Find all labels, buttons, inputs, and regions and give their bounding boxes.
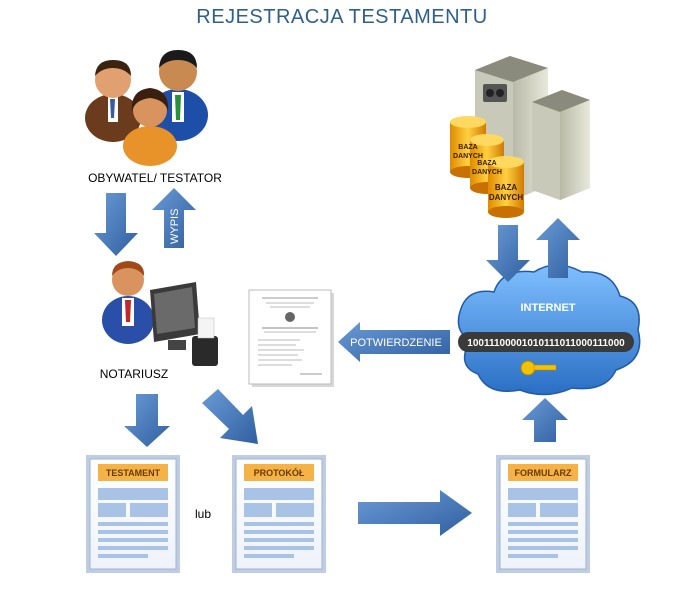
arrow-up-to-database	[536, 218, 580, 278]
internet-cloud-icon	[457, 264, 641, 396]
database-label-1a: BAZA	[458, 144, 477, 151]
internet-label: INTERNET	[521, 302, 576, 314]
arrow-down-to-notary	[94, 193, 138, 256]
arrow-notary-to-testament	[124, 394, 170, 447]
database-servers-icon	[450, 56, 590, 218]
diagram-title: REJESTRACJA TESTAMENTU	[196, 6, 488, 28]
notary-label: NOTARIUSZ	[100, 367, 168, 381]
form-document-icon	[496, 455, 590, 573]
confirmation-arrow	[338, 322, 450, 362]
notary-icon	[102, 261, 218, 366]
confirmation-label: POTWIERDZENIE	[350, 337, 442, 349]
or-label: lub	[195, 507, 211, 521]
arrow-down-to-cloud	[486, 225, 530, 282]
binary-string: 10011100001010111011000111000	[467, 338, 625, 349]
confirmation-certificate-icon	[248, 289, 334, 387]
testator-group-icon	[85, 50, 208, 166]
testament-document-icon	[86, 455, 180, 573]
testament-label: TESTAMENT	[106, 468, 161, 478]
form-label: FORMULARZ	[515, 468, 572, 478]
arrow-form-to-cloud	[522, 398, 568, 442]
database-label-3a: BAZA	[495, 183, 517, 192]
testator-label: OBYWATEL/ TESTATOR	[88, 171, 222, 185]
database-label-3b: DANYCH	[489, 193, 523, 202]
database-label-2b: DANYCH	[472, 169, 502, 176]
wypis-label: WYPIS	[169, 209, 181, 244]
protocol-label: PROTOKÓŁ	[254, 467, 305, 478]
arrow-protocol-to-form	[358, 490, 472, 536]
arrow-up-to-testator	[152, 188, 196, 248]
database-label-1b: DANYCH	[453, 153, 483, 160]
protocol-document-icon	[232, 455, 326, 573]
arrow-notary-to-protocol	[202, 389, 258, 444]
database-label-2a: BAZA	[477, 160, 496, 167]
